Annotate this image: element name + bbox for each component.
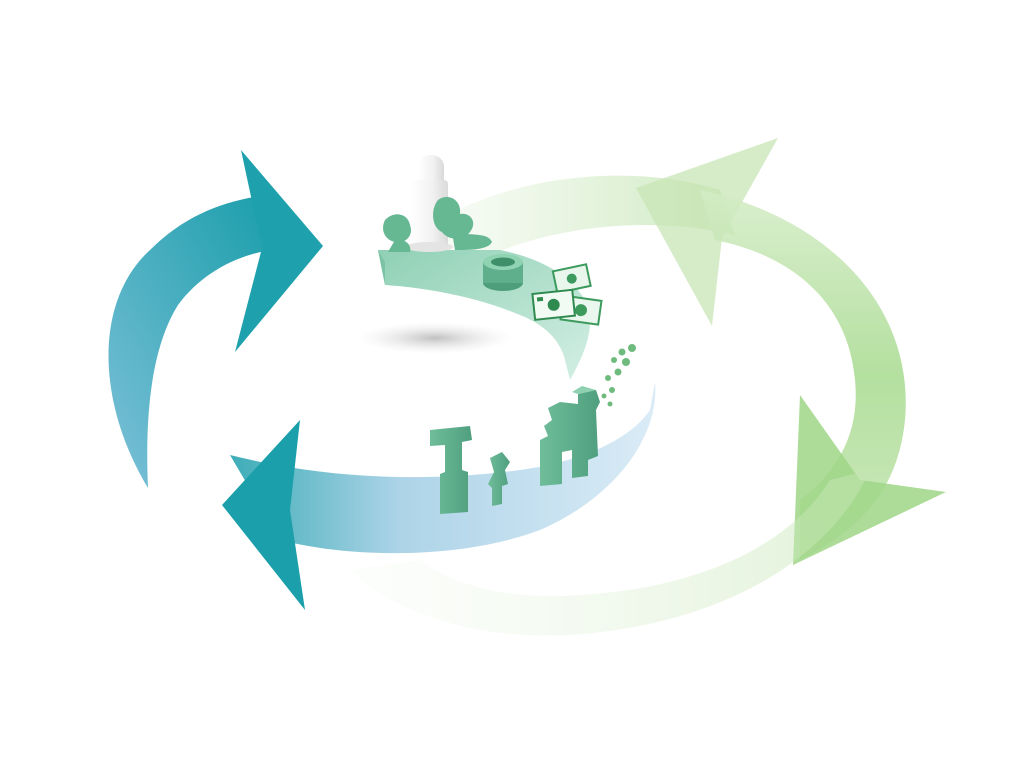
platform-edge	[378, 250, 385, 285]
green-upper-arrowhead-icon	[636, 138, 778, 326]
dot-trail	[601, 344, 636, 407]
teal-cycle-arrows-icon	[108, 150, 656, 610]
platform-icon	[378, 250, 590, 380]
green-bottom-arc	[350, 470, 870, 636]
green-right-arc	[700, 190, 906, 560]
coin-icon	[483, 254, 523, 291]
bar-block-icon	[430, 386, 600, 514]
teal-left-arc	[108, 195, 273, 488]
central-platform-group	[357, 155, 636, 514]
platform-shadow	[357, 322, 513, 354]
teal-upper-arrowhead-icon	[235, 150, 323, 352]
green-cycle-arrows-icon	[350, 138, 946, 636]
banknote-icon	[531, 263, 603, 326]
teal-lower-arrowhead-icon	[222, 420, 305, 610]
leaf-figure-icon	[383, 196, 492, 252]
pillar-icon	[405, 155, 453, 252]
teal-bottom-band	[230, 382, 656, 554]
